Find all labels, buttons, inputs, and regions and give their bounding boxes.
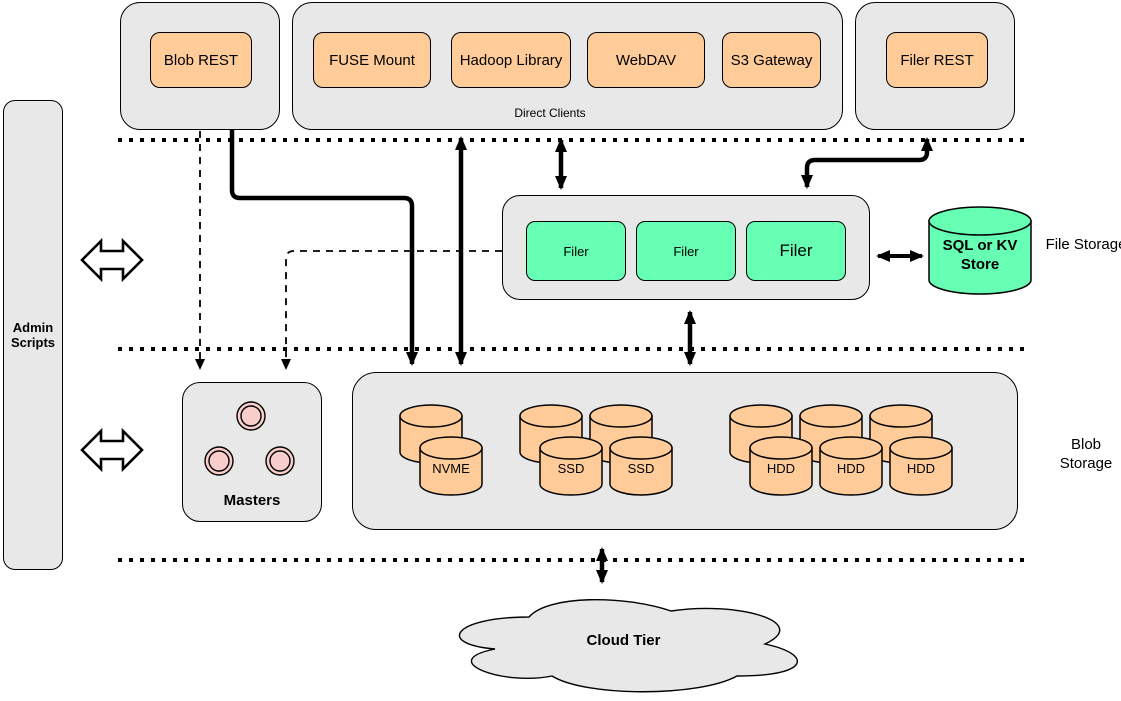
filer-node-2: Filer [636, 221, 736, 281]
fuse-mount-button: FUSE Mount [313, 32, 431, 88]
file-storage-tier-label: File Storage [1045, 236, 1121, 253]
direct-clients-group: FUSE Mount Hadoop Library WebDAV S3 Gate… [292, 2, 843, 130]
filer-node-1: Filer [526, 221, 626, 281]
filer-node-3: Filer [746, 221, 846, 281]
hadoop-library-button: Hadoop Library [451, 32, 571, 88]
filer-rest-button: Filer REST [886, 32, 988, 88]
masters-group: Masters [182, 382, 322, 522]
hdd-label-3: HDD [906, 461, 936, 476]
blob-storage-tier-label: Blob Storage [1059, 436, 1113, 472]
admin-scripts-label: Admin Scripts [10, 320, 56, 350]
admin-blob-storage-double-arrow [80, 427, 144, 473]
admin-file-storage-double-arrow [80, 237, 144, 283]
hdd-label-1: HDD [766, 461, 796, 476]
webdav-button: WebDAV [587, 32, 705, 88]
masters-label: Masters [223, 492, 281, 509]
blob-rest-button: Blob REST [150, 32, 252, 88]
edge-filer-to-masters-dashed [281, 250, 502, 370]
s3-gateway-button: S3 Gateway [722, 32, 821, 88]
admin-scripts-panel: Admin Scripts [3, 100, 63, 570]
edge-filerrest-filer [801, 137, 933, 189]
filer-rest-group: Filer REST [855, 2, 1015, 130]
blob-storage-group [352, 372, 1018, 530]
nvme-label: NVME [432, 461, 470, 476]
ssd-label-1: SSD [557, 461, 585, 476]
edge-blobrest-to-blobstorage [229, 130, 418, 366]
filer-cluster-group: Filer Filer Filer [502, 195, 870, 300]
blob-rest-group: Blob REST [120, 2, 280, 130]
kv-store-label: SQL or KV Store [942, 237, 1018, 273]
hdd-label-2: HDD [836, 461, 866, 476]
cloud-tier-label: Cloud Tier [586, 632, 661, 649]
ssd-label-2: SSD [627, 461, 655, 476]
direct-clients-label: Direct Clients [514, 106, 586, 120]
